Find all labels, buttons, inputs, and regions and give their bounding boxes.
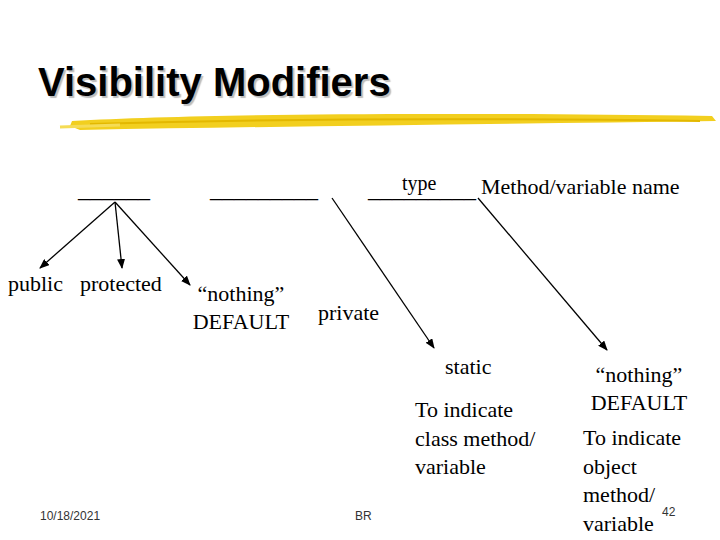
blank-slot: ______ — [78, 176, 150, 204]
blank-slot: _________ — [368, 176, 476, 204]
note-text: To indicate object method/ variable — [583, 424, 699, 538]
brush-underline — [70, 114, 716, 130]
blank-slot: _________ — [210, 176, 318, 204]
footer-date: 10/18/2021 — [40, 510, 100, 524]
arrow-line — [478, 198, 607, 350]
arrow-line — [332, 198, 434, 348]
slide-title: Visibility Modifiers — [38, 60, 391, 105]
modifier-label: “nothing” DEFAULT — [176, 280, 306, 336]
modifier-label: protected — [80, 271, 162, 296]
arrow-line — [40, 202, 115, 268]
brush-streak — [60, 125, 120, 127]
note-text: To indicate class method/ variable — [415, 396, 557, 482]
modifier-label: static — [445, 354, 491, 379]
name-label: Method/variable name — [481, 174, 680, 199]
brush-streak — [90, 119, 700, 124]
modifier-label: “nothing” DEFAULT — [578, 361, 700, 417]
arrow-line — [115, 202, 122, 268]
modifier-label: public — [8, 271, 63, 296]
page-number: 42 — [662, 506, 675, 520]
footer-author: BR — [355, 510, 372, 524]
modifier-label: private — [318, 300, 379, 325]
